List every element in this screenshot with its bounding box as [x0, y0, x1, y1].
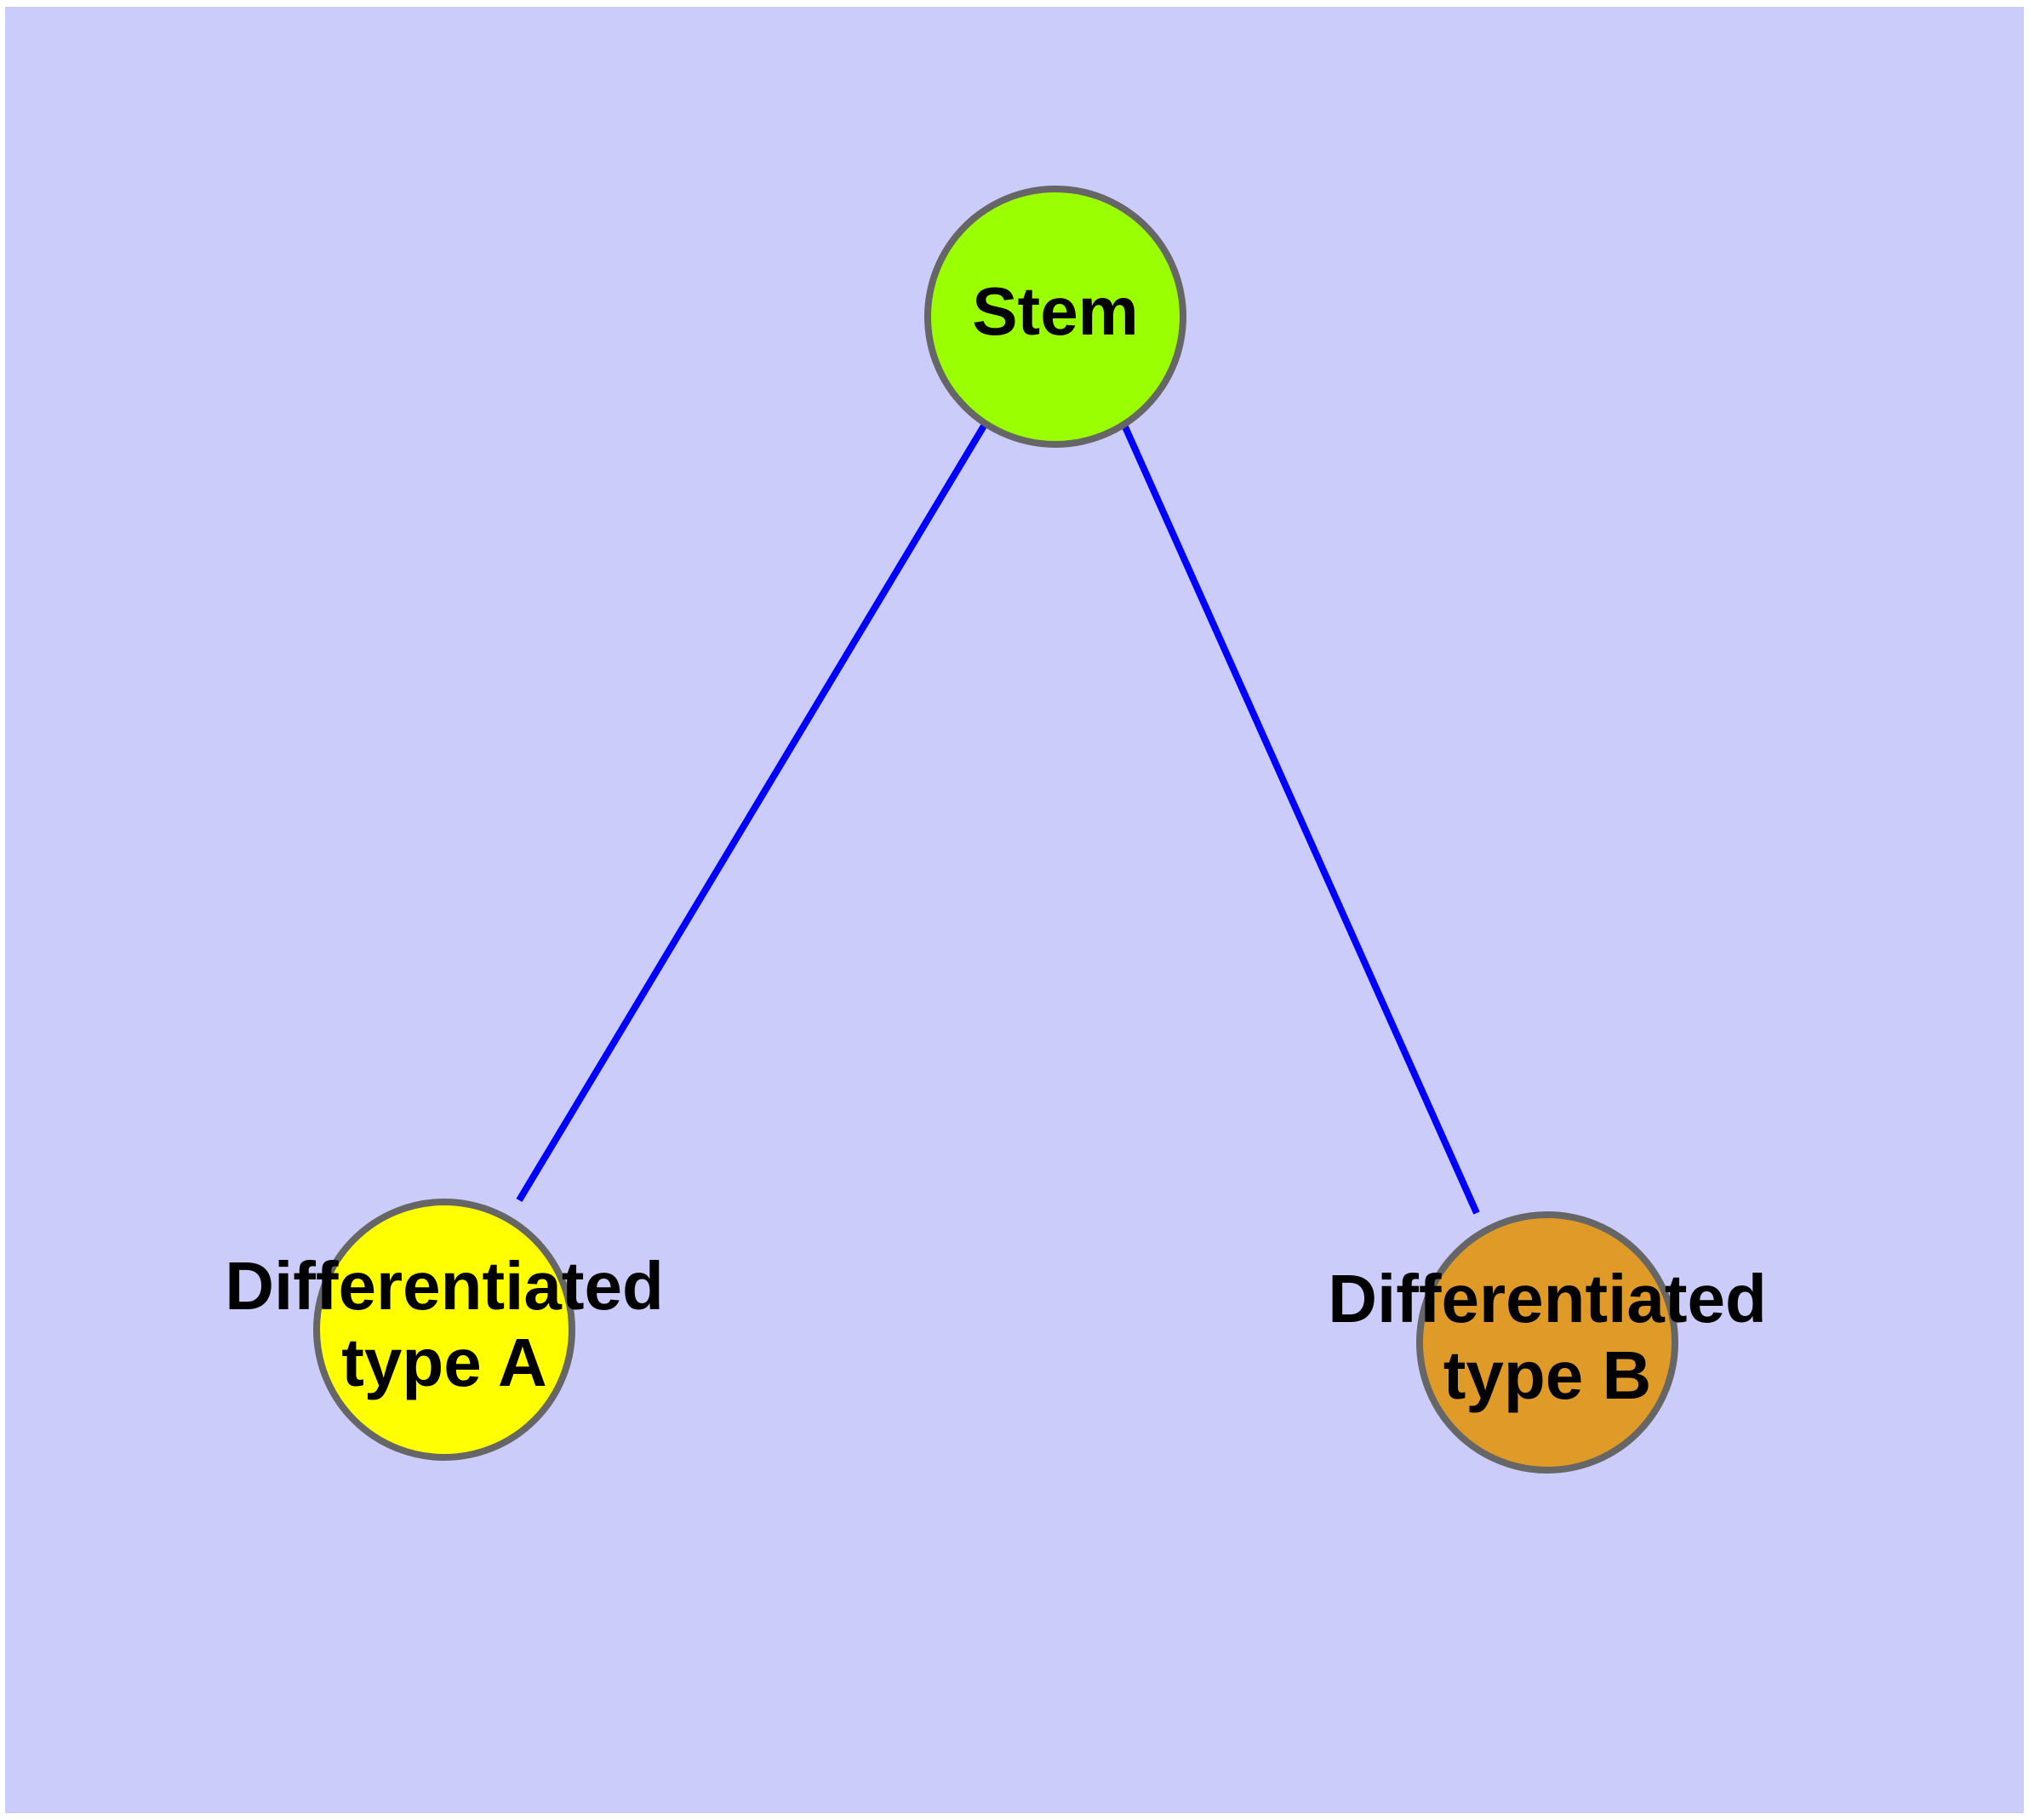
edge-stem-to-differentiated-type-b[interactable]: [1120, 421, 1480, 1215]
node-differentiated-type-b[interactable]: [1416, 1211, 1678, 1474]
node-differentiated-type-a[interactable]: [313, 1199, 575, 1461]
node-label-line: Differentiated: [1328, 1261, 1767, 1336]
node-label-line: type A: [341, 1325, 547, 1400]
edge-stem-to-differentiated-type-a[interactable]: [516, 421, 989, 1203]
node-label-stem: Stem: [972, 273, 1139, 349]
node-stem[interactable]: [924, 186, 1186, 448]
node-label-line: Differentiated: [225, 1248, 664, 1324]
node-layer: [313, 186, 1678, 1474]
node-label-line: type B: [1443, 1337, 1652, 1413]
edge-layer: [516, 421, 1480, 1215]
node-label-line: Stem: [972, 273, 1139, 349]
